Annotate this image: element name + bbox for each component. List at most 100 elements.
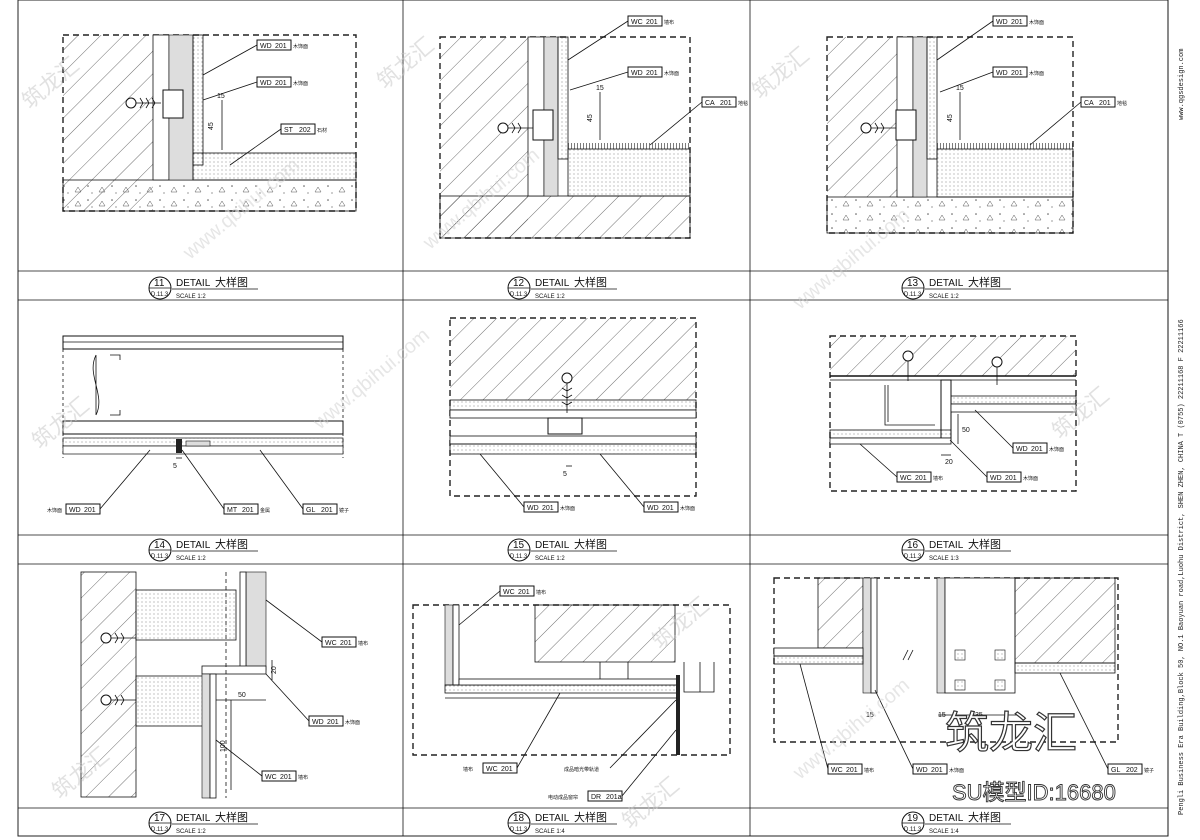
svg-text:201: 201 (321, 507, 333, 514)
svg-text:202: 202 (299, 127, 311, 134)
svg-text:筑龙汇: 筑龙汇 (945, 708, 1077, 759)
svg-text:DETAIL: DETAIL (535, 540, 570, 551)
svg-text:CA: CA (1084, 100, 1094, 107)
svg-text:DETAIL: DETAIL (176, 813, 211, 824)
svg-text:D.11.3: D.11.3 (151, 292, 169, 298)
svg-text:筑龙汇: 筑龙汇 (373, 33, 440, 95)
svg-text:201: 201 (275, 80, 287, 87)
svg-text:201: 201 (275, 43, 287, 50)
svg-text:D.11.3: D.11.3 (904, 554, 922, 560)
svg-text:金属: 金属 (260, 507, 270, 514)
svg-text:201: 201 (1011, 70, 1023, 77)
svg-text:DETAIL: DETAIL (929, 540, 964, 551)
svg-text:5: 5 (173, 463, 177, 470)
svg-text:11: 11 (154, 278, 165, 289)
svg-text:木饰面: 木饰面 (47, 507, 62, 514)
svg-text:SCALE 1:4: SCALE 1:4 (535, 829, 565, 835)
svg-text:WD: WD (527, 505, 539, 512)
caption-18: 18D.11.3 DETAIL 大样图 SCALE 1:4 (507, 810, 617, 835)
svg-text:19: 19 (907, 813, 919, 824)
svg-text:D.11.3: D.11.3 (510, 827, 528, 833)
svg-text:墙布: 墙布 (298, 774, 308, 781)
svg-text:WD: WD (996, 70, 1008, 77)
svg-text:木饰面: 木饰面 (664, 70, 679, 77)
svg-text:D.11.3: D.11.3 (904, 292, 922, 298)
svg-text:WC: WC (831, 767, 843, 774)
svg-text:201: 201 (662, 505, 674, 512)
svg-text:201: 201 (327, 719, 339, 726)
svg-text:DETAIL: DETAIL (929, 813, 964, 824)
svg-text:15: 15 (938, 712, 946, 719)
svg-text:201: 201 (340, 640, 352, 647)
svg-text:SU模型ID:16680: SU模型ID:16680 (952, 780, 1116, 805)
svg-text:SCALE 1:2: SCALE 1:2 (176, 556, 206, 562)
svg-text:15: 15 (596, 85, 604, 92)
svg-text:WC: WC (265, 774, 277, 781)
svg-text:201: 201 (242, 507, 254, 514)
svg-text:14: 14 (154, 540, 166, 551)
svg-text:DETAIL: DETAIL (176, 540, 211, 551)
svg-text:大样图: 大样图 (968, 810, 1001, 824)
svg-text:D.11.3: D.11.3 (151, 554, 169, 560)
svg-text:镜子: 镜子 (339, 507, 349, 514)
svg-text:5: 5 (563, 471, 567, 478)
svg-text:SCALE 1:4: SCALE 1:4 (929, 829, 959, 835)
svg-text:大样图: 大样图 (215, 537, 248, 551)
svg-text:201: 201 (1011, 19, 1023, 26)
anchor-bolt-icon (497, 109, 554, 141)
svg-text:镜子: 镜子 (1144, 767, 1154, 774)
svg-text:木饰面: 木饰面 (560, 505, 575, 512)
svg-text:大样图: 大样图 (574, 810, 607, 824)
svg-text:墙布: 墙布 (536, 589, 546, 596)
svg-text:12: 12 (513, 278, 525, 289)
svg-text:WC: WC (900, 475, 912, 482)
svg-text:GL: GL (1111, 767, 1120, 774)
svg-text:DR: DR (591, 794, 601, 801)
svg-text:WD: WD (69, 507, 81, 514)
svg-text:WD: WD (260, 80, 272, 87)
svg-text:木饰面: 木饰面 (345, 719, 360, 726)
svg-text:201: 201 (84, 507, 96, 514)
svg-text:201: 201 (542, 505, 554, 512)
svg-text:DETAIL: DETAIL (535, 813, 570, 824)
anchor-bolt-icon (860, 109, 917, 141)
svg-text:20: 20 (271, 666, 278, 674)
svg-text:大样图: 大样图 (968, 275, 1001, 289)
anchor-bolt-icon (125, 89, 184, 119)
svg-text:GL: GL (306, 507, 315, 514)
svg-text:墙布: 墙布 (664, 19, 674, 26)
svg-text:16: 16 (907, 540, 919, 551)
svg-text:MT: MT (227, 507, 238, 514)
svg-text:木饰面: 木饰面 (1023, 475, 1038, 482)
svg-text:35: 35 (975, 712, 983, 719)
svg-text:CA: CA (705, 100, 715, 107)
svg-text:木饰面: 木饰面 (293, 80, 308, 87)
svg-text:SCALE 1:2: SCALE 1:2 (535, 556, 565, 562)
dim-11-a: 45 (208, 122, 215, 130)
svg-text:大样图: 大样图 (968, 537, 1001, 551)
svg-text:18: 18 (513, 813, 525, 824)
svg-text:大样图: 大样图 (215, 810, 248, 824)
svg-text:15: 15 (866, 712, 874, 719)
svg-text:ST: ST (284, 127, 294, 134)
svg-text:木饰面: 木饰面 (293, 43, 308, 50)
svg-text:地毯: 地毯 (738, 100, 748, 107)
svg-text:墙布: 墙布 (864, 767, 874, 774)
svg-text:WC: WC (503, 589, 515, 596)
